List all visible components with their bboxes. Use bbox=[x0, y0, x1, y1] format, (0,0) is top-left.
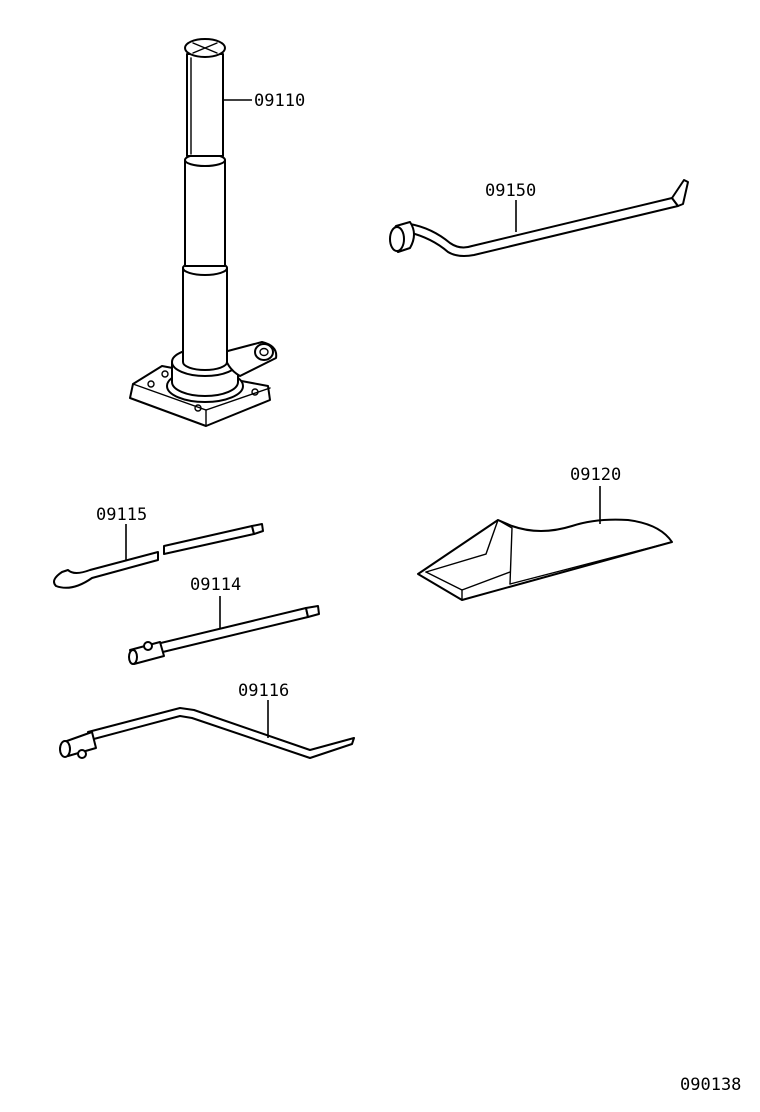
part-label-09114: 09114 bbox=[190, 575, 241, 595]
hook-rod-icon[interactable] bbox=[53, 523, 264, 589]
extension-rod-icon[interactable] bbox=[128, 605, 320, 665]
part-label-09110: 09110 bbox=[254, 91, 305, 111]
part-label-09150: 09150 bbox=[485, 181, 536, 201]
tool-bag-icon[interactable] bbox=[417, 518, 673, 601]
figure-code: 090138 bbox=[680, 1075, 741, 1095]
part-label-09115: 09115 bbox=[96, 505, 147, 525]
jack-icon[interactable] bbox=[129, 38, 278, 427]
part-label-09116: 09116 bbox=[238, 681, 289, 701]
crank-handle-icon[interactable] bbox=[59, 707, 355, 759]
jack-handle-bar-icon[interactable] bbox=[389, 179, 689, 257]
part-label-09120: 09120 bbox=[570, 465, 621, 485]
